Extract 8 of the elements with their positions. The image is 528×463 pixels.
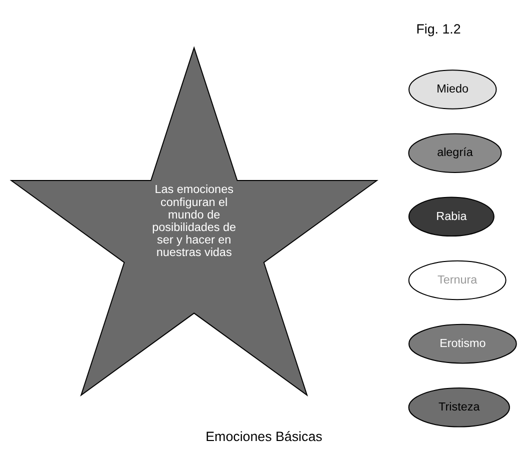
node-ellipse: alegría [408,132,502,172]
node-ellipse: Ternura [408,260,506,300]
caption: Emociones Básicas [206,428,322,444]
node-ellipse: Erotismo [408,323,517,364]
node-ellipse: Tristeza [408,387,510,427]
node-ellipse: Miedo [408,69,497,109]
node-ellipse: Rabia [408,196,494,236]
label: Fig. 1.2 [416,21,461,36]
